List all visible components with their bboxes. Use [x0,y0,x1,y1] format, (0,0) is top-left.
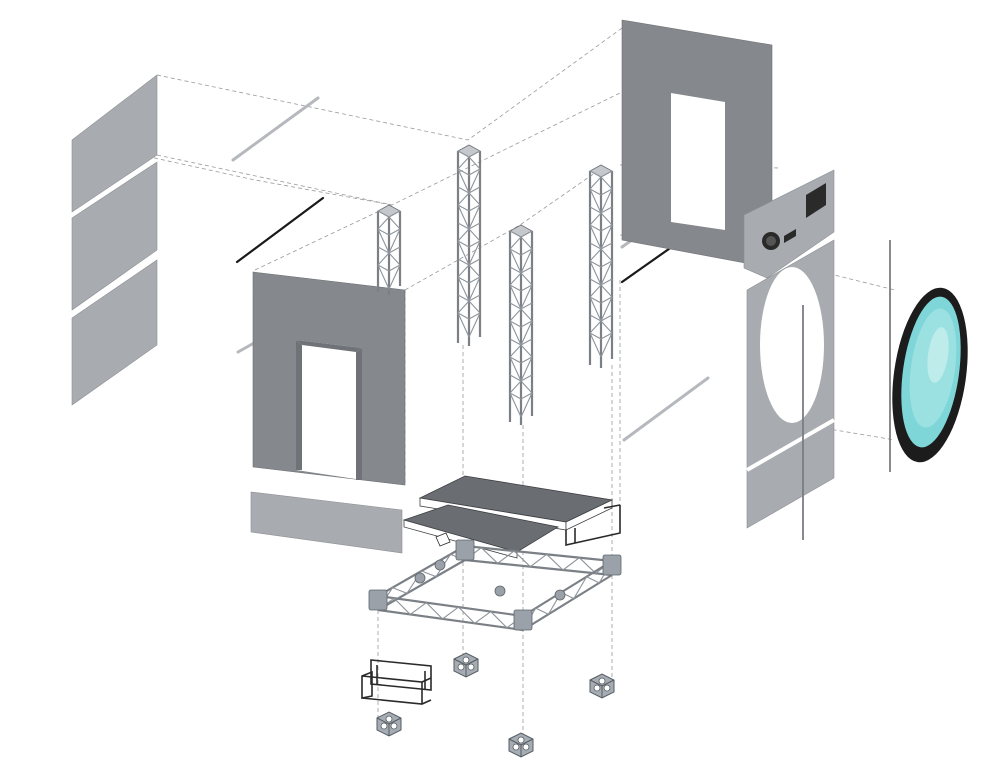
truss-beam [377,594,524,632]
front-panel-with-round-opening [746,239,891,540]
stair-frame [361,659,432,705]
truss-beam [464,544,613,577]
truss-column [376,204,402,295]
display-screen-icon [806,183,826,218]
guide-line [156,91,623,206]
guide-line [254,204,393,271]
guide-line [821,271,896,291]
rod [235,196,325,264]
truss-cube-blocks [376,652,615,758]
truss-column [508,224,534,425]
truss-corner-block [455,539,475,561]
stage-decks [402,475,621,559]
truss-corner-block [602,554,622,576]
truss-beam [522,560,613,631]
window-wall-panel [621,19,773,269]
round-lens [892,287,968,463]
rod [622,376,710,442]
truss-base-frame [368,539,622,632]
round-opening [760,267,824,423]
truss-columns [376,144,614,425]
switch-icon [784,229,796,243]
truss-corner-block [513,609,533,631]
lower-wall-strip [250,491,403,554]
truss-cube [589,673,615,699]
control-box [743,169,835,279]
truss-column [588,164,614,368]
slatted-wall-panel [71,74,158,406]
truss-cube [453,652,479,678]
rod [236,341,256,354]
guide-line [404,167,603,291]
truss-cube [508,732,534,758]
deck-leg-frame [565,504,621,546]
guide-line [156,27,623,141]
truss-corner-block [368,589,388,611]
guide-line [71,139,393,206]
rod [231,96,320,162]
truss-column [456,144,482,346]
doorway-wall-panel [252,271,406,486]
truss-cube [376,711,402,737]
